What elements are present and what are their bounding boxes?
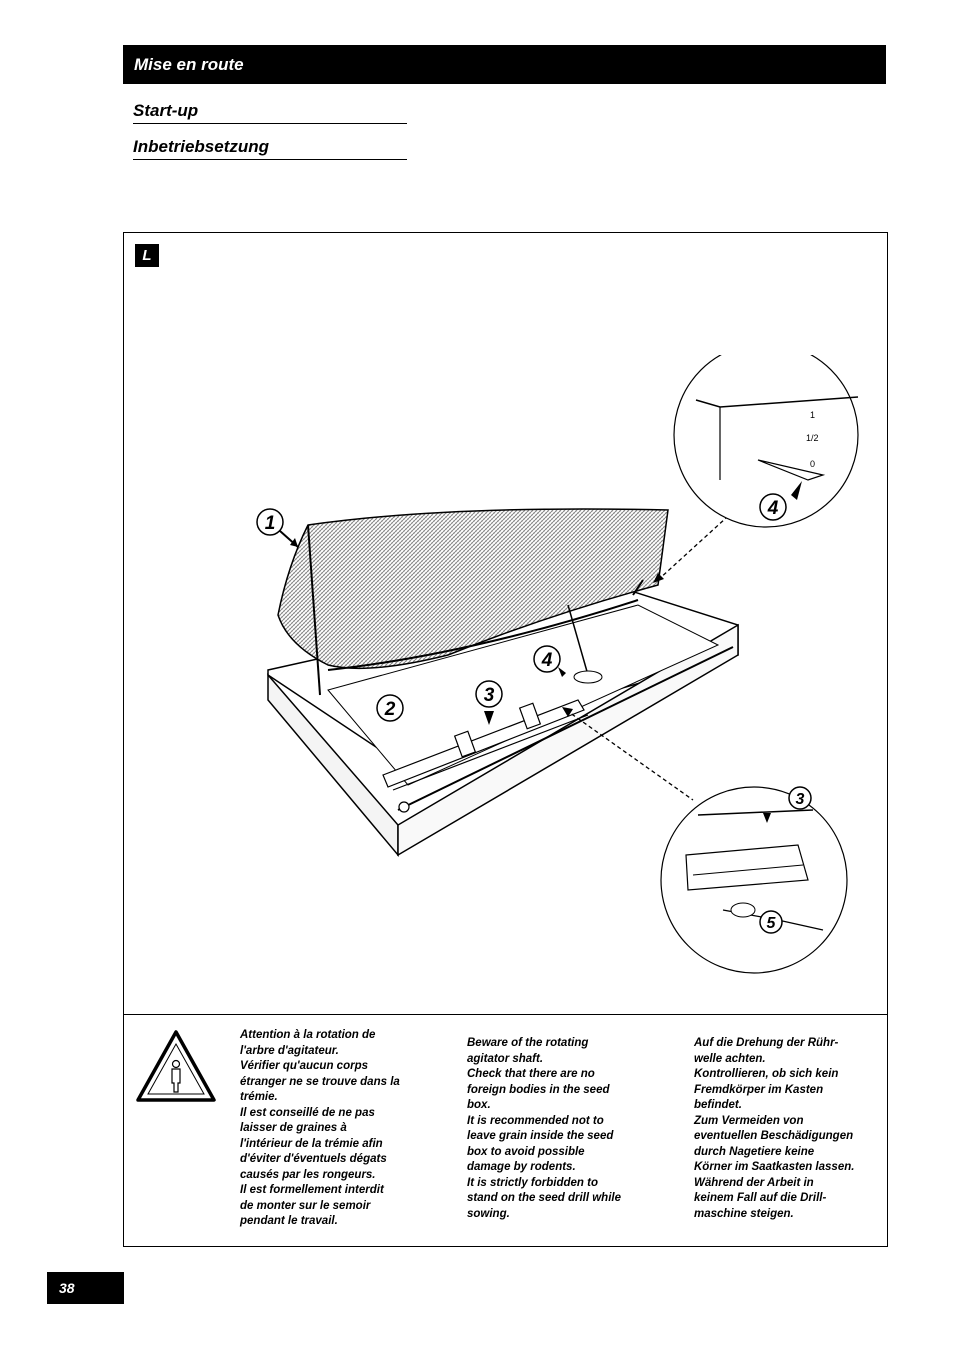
callout-4-detail: 4	[759, 481, 802, 521]
front-bar	[397, 646, 734, 811]
section-tag: L	[135, 244, 159, 267]
detail-view-shaft: 3 5	[660, 786, 848, 974]
warning-text-german: Auf die Drehung der Rühr-welle achten.Ko…	[694, 1037, 855, 1220]
subtitle-german: Inbetriebsetzung	[133, 137, 407, 160]
callout-3: 3	[475, 680, 503, 725]
page-number: 38	[47, 1272, 124, 1304]
svg-text:1/2: 1/2	[806, 433, 819, 443]
content-frame	[123, 232, 888, 1247]
svg-text:3: 3	[484, 685, 495, 706]
agitator-shaft	[382, 699, 589, 791]
subtitle-english: Start-up	[133, 101, 407, 124]
svg-text:0: 0	[810, 459, 815, 469]
hopper-floor	[327, 604, 720, 786]
detail-view-setting: 1 1/2 0 4	[673, 355, 859, 528]
svg-text:5: 5	[767, 915, 777, 932]
warning-triangle-icon	[136, 1030, 216, 1102]
seed-drill-illustration: 1 2 3 4 1 1/2 0 4	[256, 355, 859, 974]
leader-line-upper	[657, 517, 727, 581]
leader-line-lower	[565, 709, 694, 801]
callout-5-detail: 5	[759, 910, 783, 934]
svg-text:1: 1	[810, 410, 815, 420]
svg-text:4: 4	[541, 650, 553, 671]
svg-text:3: 3	[796, 791, 805, 808]
svg-text:2: 2	[384, 699, 396, 720]
callout-3-detail: 3	[763, 786, 812, 823]
prop-rod	[567, 604, 589, 676]
svg-text:4: 4	[767, 498, 779, 519]
callout-2: 2	[376, 694, 404, 722]
hopper-cover	[277, 508, 669, 670]
callout-4: 4	[533, 645, 566, 677]
frame-divider	[123, 1014, 888, 1015]
svg-text:1: 1	[265, 513, 276, 534]
section-header: Mise en route	[123, 45, 886, 84]
callout-1: 1	[256, 508, 299, 548]
